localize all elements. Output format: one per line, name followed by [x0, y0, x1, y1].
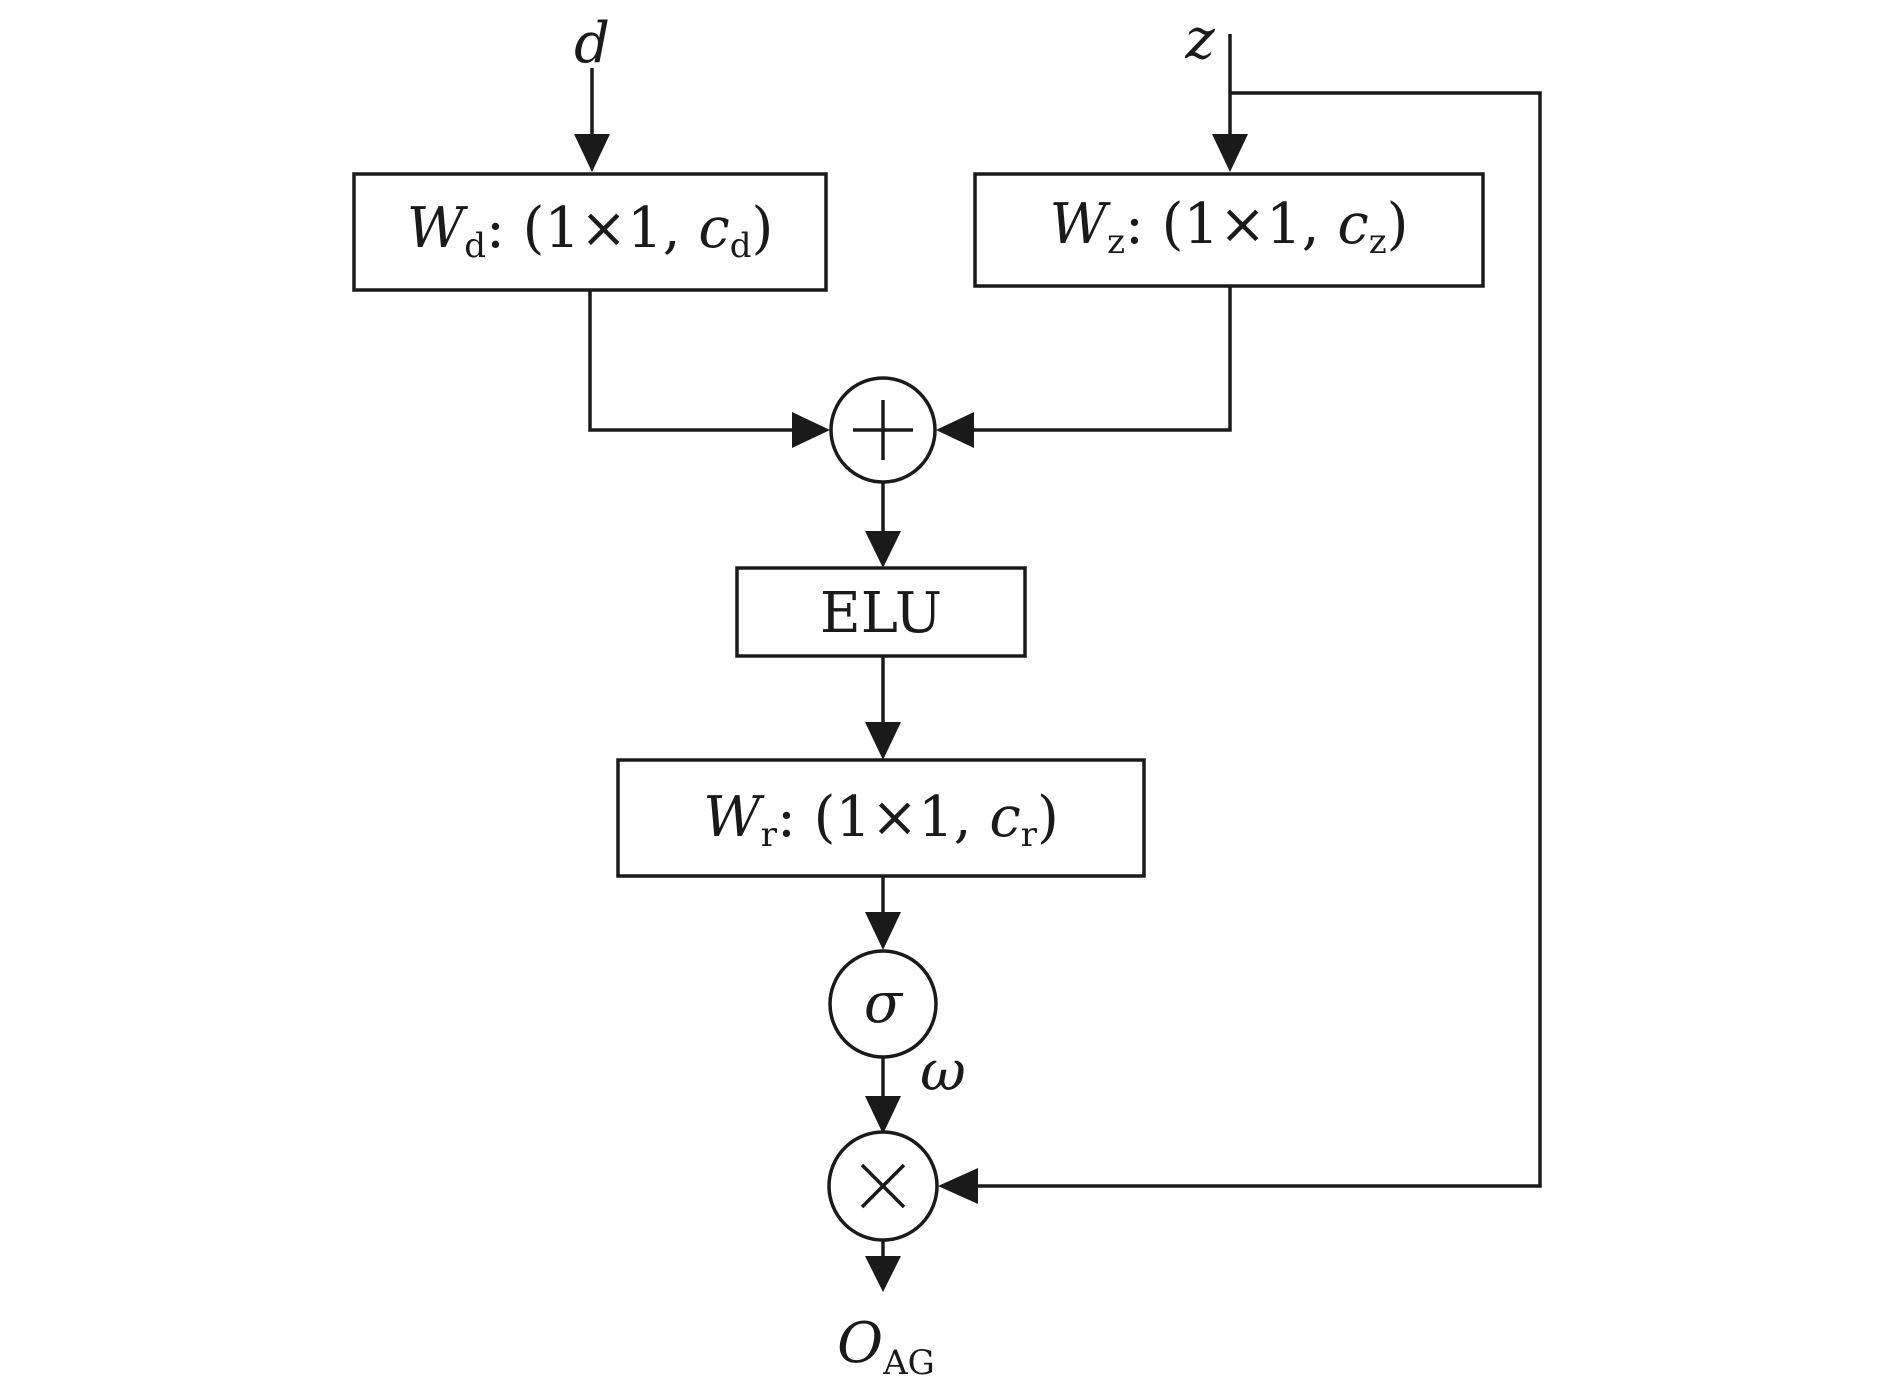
wd-box: [352, 172, 828, 292]
arrowhead-wz-sum: [936, 412, 974, 448]
arrowhead-wd-sum: [792, 412, 830, 448]
input-d-label: d: [574, 11, 610, 76]
input-z-label: z: [1184, 7, 1215, 72]
arrowhead-elu-wr: [865, 722, 901, 760]
arrow-wd-to-sum: [588, 290, 812, 432]
arrowhead-output: [865, 1256, 901, 1292]
arrow-wz-to-sum: [954, 286, 1232, 432]
wz-label: Wz: (1×1, cz): [1050, 192, 1409, 262]
arrowhead-sum-elu: [865, 531, 901, 568]
arrowhead-z: [1212, 134, 1248, 172]
elu-label: ELU: [820, 581, 942, 646]
elu-box: [735, 566, 1027, 658]
arrowhead-d: [574, 134, 610, 172]
wr-label: Wr: (1×1, cr): [703, 785, 1059, 855]
wz-box: [973, 172, 1485, 288]
arrowhead-skip: [938, 1168, 978, 1204]
skip-connection-z: [958, 91, 1542, 1188]
arrowhead-wr-sigma: [865, 912, 901, 950]
output-label: OAG: [837, 1311, 935, 1383]
wr-box: [616, 758, 1146, 878]
sigma-node: [828, 949, 938, 1059]
sigma-label: σ: [864, 971, 904, 1036]
wd-label: Wd: (1×1, cd): [407, 196, 774, 266]
times-icon-b: [860, 1163, 906, 1209]
omega-label: ω: [920, 1039, 966, 1104]
arrowhead-sigma-mult: [865, 1096, 901, 1134]
